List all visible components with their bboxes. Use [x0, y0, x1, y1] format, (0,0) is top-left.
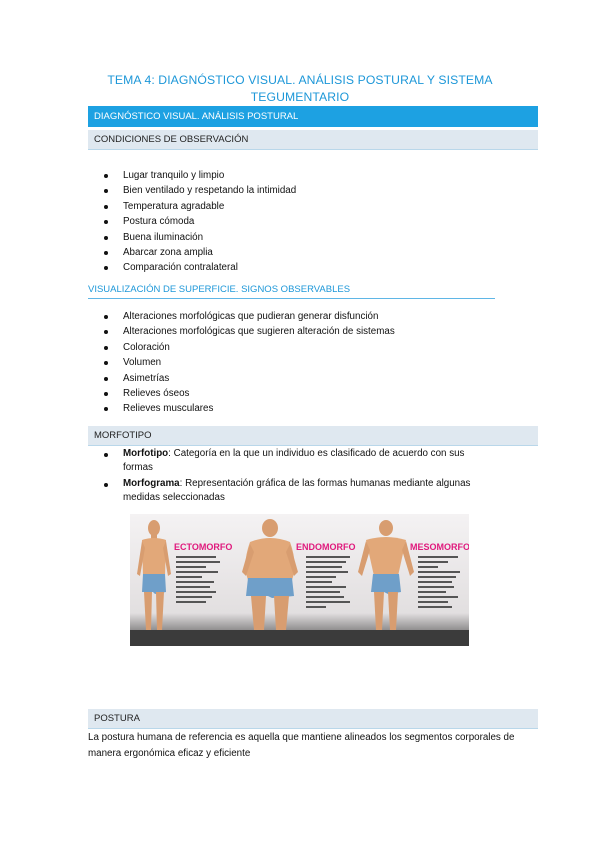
mesomorph-label: MESOMORFO — [410, 542, 469, 552]
list-item: Morfotipo: Categoría en la que un indivi… — [104, 447, 479, 475]
page-title: TEMA 4: DIAGNÓSTICO VISUAL. ANÁLISIS POS… — [107, 73, 493, 104]
bullet-icon — [104, 392, 108, 397]
section-bar-morfotipo: MORFOTIPO — [88, 426, 538, 446]
figure-floor — [130, 630, 469, 646]
list-item: Buena iluminación — [104, 230, 296, 245]
postura-paragraph: La postura humana de referencia es aquel… — [88, 732, 515, 759]
bullet-icon — [104, 453, 108, 457]
bullet-icon — [104, 407, 108, 412]
bullet-icon — [104, 174, 108, 178]
list-item: Asimetrías — [104, 371, 395, 386]
bullet-icon — [104, 483, 108, 487]
list-item: Morfograma: Representación gráfica de la… — [104, 477, 479, 505]
bullet-icon — [104, 345, 108, 350]
mesomorph-body — [358, 520, 414, 630]
list-item: Comparación contralateral — [104, 260, 296, 275]
ectomorph-label: ECTOMORFO — [174, 542, 232, 552]
bullet-icon — [104, 315, 108, 319]
list-item: Bien ventilado y respetando la intimidad — [104, 183, 296, 198]
surface-heading: VISUALIZACIÓN DE SUPERFICIE. SIGNOS OBSE… — [88, 284, 351, 295]
section-bar-diagnostico: DIAGNÓSTICO VISUAL. ANÁLISIS POSTURAL — [88, 106, 538, 127]
list-item: Alteraciones morfológicas que pudieran g… — [104, 309, 395, 324]
endomorph-label: ENDOMORFO — [296, 542, 356, 552]
mesomorph-notes — [418, 556, 460, 608]
list-item: Relieves óseos — [104, 386, 395, 401]
bullet-icon — [104, 204, 108, 209]
endomorph-notes — [306, 556, 350, 608]
bullet-icon — [104, 189, 108, 194]
conditions-list: Lugar tranquilo y limpio Bien ventilado … — [104, 168, 296, 276]
ectomorph-body — [137, 520, 171, 630]
bullet-icon — [104, 266, 108, 271]
morfotipo-list: Morfotipo: Categoría en la que un indivi… — [104, 447, 479, 507]
list-item: Temperatura agradable — [104, 199, 296, 214]
ectomorph-notes — [176, 556, 220, 603]
surface-heading-rule — [88, 298, 495, 299]
bullet-icon — [104, 330, 108, 335]
list-item: Coloración — [104, 340, 395, 355]
list-item: Lugar tranquilo y limpio — [104, 168, 296, 183]
bullet-icon — [104, 376, 108, 381]
surface-list: Alteraciones morfológicas que pudieran g… — [104, 309, 395, 417]
list-item: Relieves musculares — [104, 401, 395, 416]
list-item: Postura cómoda — [104, 214, 296, 229]
list-item: Alteraciones morfológicas que sugieren a… — [104, 324, 395, 339]
list-item: Volumen — [104, 355, 395, 370]
bullet-icon — [104, 361, 108, 366]
figure-background — [130, 514, 469, 646]
endomorph-body — [242, 519, 298, 630]
list-item: Abarcar zona amplia — [104, 245, 296, 260]
section-bar-condiciones: CONDICIONES DE OBSERVACIÓN — [88, 130, 538, 150]
somatotype-figure: ECTOMORFO ENDOMORFO MESOMORFO — [130, 514, 469, 646]
bullet-icon — [104, 251, 108, 256]
bullet-icon — [104, 235, 108, 240]
bullet-icon — [104, 220, 108, 225]
section-bar-postura: POSTURA — [88, 709, 538, 729]
